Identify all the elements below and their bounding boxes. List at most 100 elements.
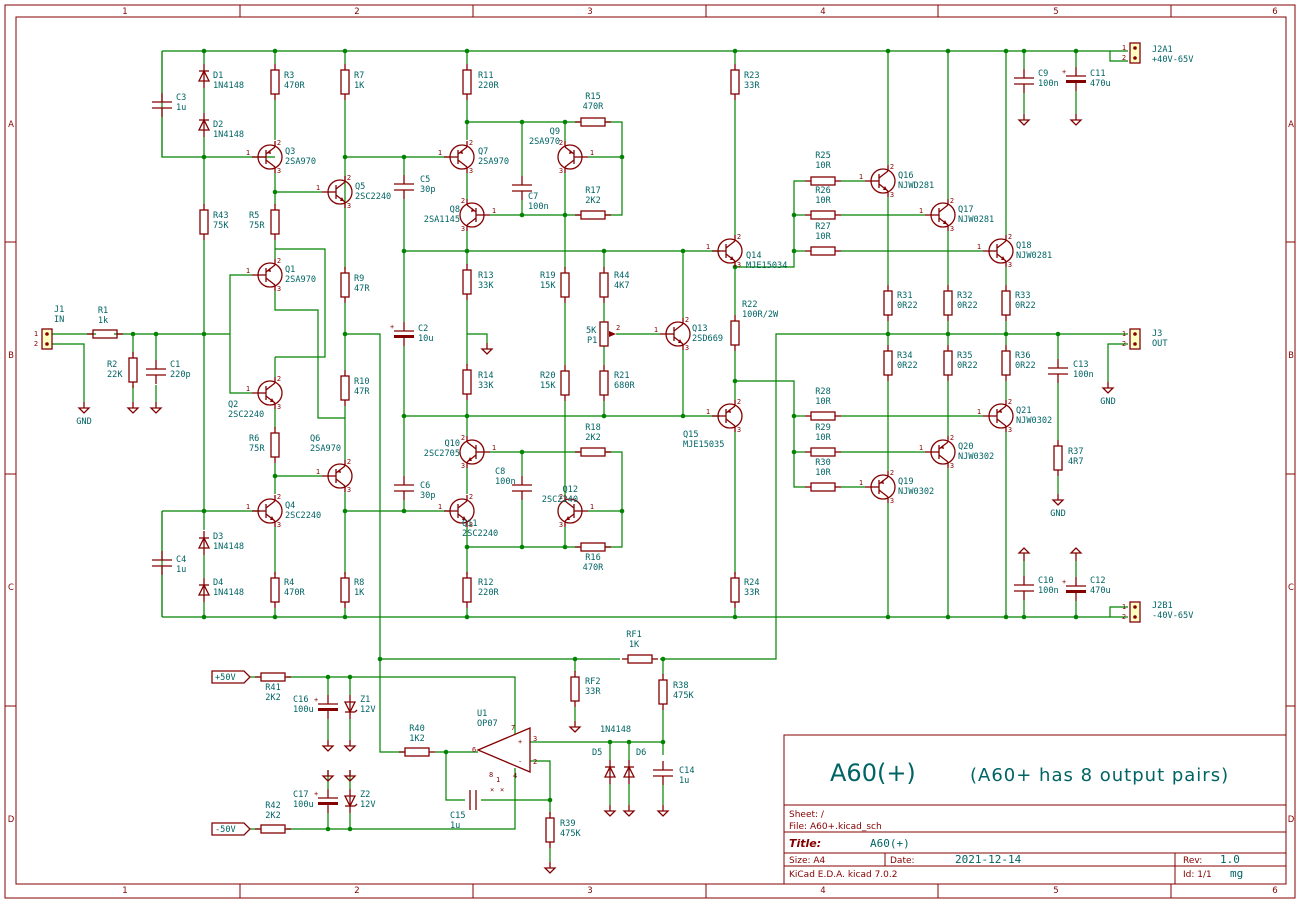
transistor-ref: Q6 [310,434,320,444]
junction-dot [272,189,278,195]
pin-number: 1 [492,444,496,452]
pin-number: 1 [590,149,594,157]
resistor-value: 475K [560,829,582,839]
capacitor-ref: C14 [679,766,695,776]
junction-dot [885,614,891,620]
junction-dot [464,248,470,254]
resistor-value: 10R [815,468,831,478]
gnd-symbol [126,402,140,414]
resistor-ref: R22 [742,300,758,310]
frame-col-label-top: 4 [820,7,825,17]
junction-dot [464,614,470,620]
pin-number: 3 [559,167,563,175]
junction-dot [401,413,407,419]
frame-row-label-left: D [8,815,15,825]
resistor-ref: R39 [560,819,576,829]
capacitor-ref: C6 [420,481,430,491]
connector-value: -40V-65V [1152,611,1193,621]
transistor-ref: Q14 [746,251,762,261]
capacitor-ref: C10 [1038,576,1054,586]
junction-dot [201,508,207,514]
resistor-value: 33R [585,687,601,697]
transistor-value: 2SA970 [478,157,509,167]
rev-label: Rev: [1183,856,1202,866]
polarity-mark: + [1062,578,1066,586]
pin-number: 1 [859,173,863,181]
gnd-symbol: GND [76,402,92,427]
junction-dot [1021,48,1027,54]
transistor-value: 2SC2240 [542,495,578,505]
pin-number: 3 [737,426,741,434]
power-label-neg-text: -50V [215,825,236,835]
transistor-ref: Q17 [958,205,974,215]
resistor-value: 1K [354,588,365,598]
resistor-value: 2K2 [265,693,281,703]
junction-dot [377,656,383,662]
transistor-value: MJE15035 [683,440,724,450]
pin-number: 2 [890,163,894,171]
junction-dot [342,48,348,54]
diode-value: 12V [360,800,376,810]
transistor-ref: Q9 [550,127,560,137]
capacitor-value: 220p [170,370,191,380]
junction-dot [732,614,738,620]
resistor-ref: R8 [354,578,364,588]
pin-number: 3 [277,167,281,175]
frame-col-label-bottom: 2 [354,886,359,896]
junction-dot [885,48,891,54]
transistor-value: 2SC2240 [285,511,321,521]
pin-number: 2 [461,434,465,442]
title-subtitle: (A60+ has 8 output pairs) [970,765,1229,786]
pin-number: 3 [461,225,465,233]
resistor-ref: R36 [1015,351,1031,361]
diode-value: 1N4148 [213,588,244,598]
drawing-frame [4,4,1296,899]
junction-dot [201,331,207,337]
pin-number: 1 [246,385,250,393]
resistor-ref: R44 [614,271,630,281]
transistor-value: 2SC2240 [355,192,391,202]
junction-dot [201,48,207,54]
pin-number: 1 [492,207,496,215]
connector-ref: J2A1 [1152,45,1173,55]
resistor-value: 15K [540,281,556,291]
transistor-ref: Q3 [285,147,295,157]
junction-dot [791,212,797,218]
capacitor-ref: C2 [418,324,428,334]
pin-number: 3 [950,462,954,470]
junction-dot [601,248,607,254]
junction-dot [945,331,951,337]
transistor-value: 2SA970 [285,157,316,167]
capacitor-ref: C11 [1090,69,1106,79]
junction-dot [342,614,348,620]
capacitor-ref: C3 [176,93,186,103]
resistor-value: 470R [284,588,306,598]
pin-number: 2 [559,139,563,147]
diode-value: 1N4148 [213,81,244,91]
pin-number: 3 [890,191,894,199]
resistor-ref: R12 [478,578,494,588]
wiring [52,50,1128,862]
resistor-value: 4R7 [1068,457,1084,467]
resistor-ref: R9 [354,274,364,284]
resistor-value: 4K7 [614,281,630,291]
resistor-value: 220R [478,81,500,91]
transistor-ref: Q13 [692,324,708,334]
transistor-value: NJW0302 [1016,416,1052,426]
